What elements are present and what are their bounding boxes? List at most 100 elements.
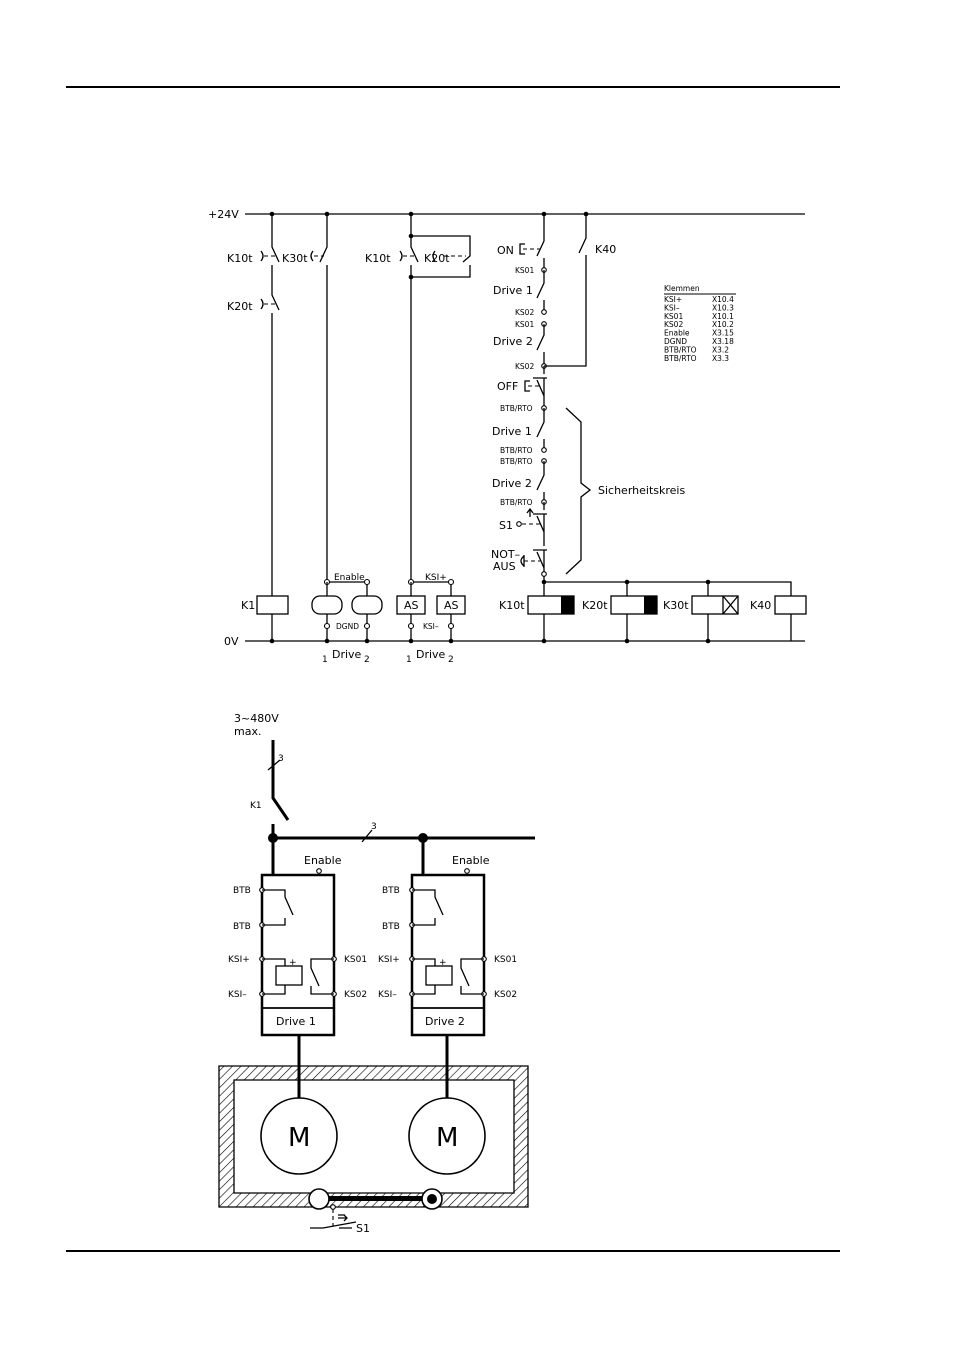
drive2-ksi-plus: KSI+ xyxy=(378,955,400,965)
chain-s1-label: S1 xyxy=(499,519,513,532)
drive-index-2b: 2 xyxy=(448,655,454,665)
mains-contactor-label: K1 xyxy=(250,801,262,811)
drive2-name: Drive 2 xyxy=(425,1015,465,1028)
coil-k1 xyxy=(256,595,289,615)
coil-ksi-minus-label: KSI– xyxy=(423,622,439,631)
drive2-btb-a: BTB xyxy=(382,886,400,896)
terminal-pin: X3.3 xyxy=(712,354,729,363)
terminal-name: BTB/RTO xyxy=(664,354,697,363)
coil-ksi-plus-label: KSI+ xyxy=(425,573,447,583)
as-label-2: AS xyxy=(444,599,459,612)
coil-k30t-label: K30t xyxy=(663,599,689,612)
drive2-block: Enable BTB BTB KSI+ KSI– + KS01 KS02 Dri… xyxy=(378,854,517,1037)
coil-k20t-label: K20t xyxy=(582,599,608,612)
drive2-plus-sign: + xyxy=(439,958,447,968)
contact-k10t-b-label: K10t xyxy=(365,252,391,265)
terminal-pin: X10.1 xyxy=(712,312,734,321)
chain-btb-2: BTB/RTO xyxy=(500,446,533,455)
supply-label-1: 3~480V xyxy=(234,712,279,725)
terminal-pin: X10.2 xyxy=(712,320,734,329)
chain-drive2-b: Drive 2 xyxy=(492,477,532,490)
terminal-name: KSI+ xyxy=(664,295,682,304)
drive-index-1b: 1 xyxy=(406,655,412,665)
drive-label-b: Drive xyxy=(416,648,446,661)
terminal-name: DGND xyxy=(664,337,687,346)
coil-k40-label: K40 xyxy=(750,599,771,612)
chain-ks01-a: KS01 xyxy=(515,266,534,275)
drive1-btb-b: BTB xyxy=(233,922,251,932)
drive2-ks01: KS01 xyxy=(494,955,517,965)
drive1-ksi-minus: KSI– xyxy=(228,990,247,1000)
terminal-pin: X3.15 xyxy=(712,329,734,338)
terminal-pin: X3.18 xyxy=(712,337,734,346)
chain-btb-3: BTB/RTO xyxy=(500,457,533,466)
motor-2 xyxy=(408,1097,486,1175)
drive1-btb-a: BTB xyxy=(233,886,251,896)
terminal-name: KS01 xyxy=(664,312,683,321)
terminal-table-title: Klemmen xyxy=(664,284,700,293)
drive1-ksi-plus: KSI+ xyxy=(228,955,250,965)
safety-circuit-label: Sicherheitskreis xyxy=(598,484,685,497)
phase-count-a: 3 xyxy=(278,754,284,764)
drive1-block: Enable BTB BTB KSI+ KSI– + KS01 KS02 Dri… xyxy=(228,854,367,1037)
terminal-pin: X10.3 xyxy=(712,303,734,312)
contact-k40-label: K40 xyxy=(595,243,616,256)
drive2-ksi-minus: KSI– xyxy=(378,990,397,1000)
enable-input-drive2 xyxy=(351,595,383,615)
drive2-enable-label: Enable xyxy=(452,854,490,867)
phase-count-b: 3 xyxy=(371,822,377,832)
chain-drive1-b: Drive 1 xyxy=(492,425,532,438)
drive2-btb-b: BTB xyxy=(382,922,400,932)
terminal-name: BTB/RTO xyxy=(664,345,697,354)
power-circuit: 3~480V max. 3 3 K1 Enable BTB BTB KSI+ K… xyxy=(218,712,535,1235)
drive1-ks01: KS01 xyxy=(344,955,367,965)
supply-label-2: max. xyxy=(234,725,261,738)
coil-k40 xyxy=(774,595,807,615)
drive2-ks02: KS02 xyxy=(494,990,517,1000)
chain-btb-1: BTB/RTO xyxy=(500,404,533,413)
rail-24v-label: +24V xyxy=(208,208,239,221)
coil-k1-label: K1 xyxy=(241,599,255,612)
terminal-pin: X3.2 xyxy=(712,345,729,354)
contact-k30t-label: K30t xyxy=(282,252,308,265)
chain-ks01-b: KS01 xyxy=(515,320,534,329)
rail-0v-label: 0V xyxy=(224,635,239,648)
drive1-enable-label: Enable xyxy=(304,854,342,867)
motor-2-label: M xyxy=(436,1123,458,1153)
drive1-plus-sign: + xyxy=(289,958,297,968)
coil-k30t xyxy=(691,595,739,615)
drive1-name: Drive 1 xyxy=(276,1015,316,1028)
chain-not-aus-2: AUS xyxy=(493,560,516,573)
terminal-name: KS02 xyxy=(664,320,683,329)
chain-drive2-a: Drive 2 xyxy=(493,335,533,348)
coil-k10t-label: K10t xyxy=(499,599,525,612)
chain-on-label: ON xyxy=(497,244,514,257)
drive-index-2a: 2 xyxy=(364,655,370,665)
control-circuit: +24V 0V K10t K20t K1 K30t Enable DGND 1 … xyxy=(208,208,807,665)
contact-k20t-b-label: K20t xyxy=(424,252,450,265)
drive1-ks02: KS02 xyxy=(344,990,367,1000)
guard-door xyxy=(328,1196,422,1201)
terminal-pin: X10.4 xyxy=(712,295,734,304)
as-label-1: AS xyxy=(404,599,419,612)
drive-label-a: Drive xyxy=(332,648,362,661)
chain-drive1-a: Drive 1 xyxy=(493,284,533,297)
chain-btb-4: BTB/RTO xyxy=(500,498,533,507)
chain-off-label: OFF xyxy=(497,380,518,393)
door-switch-s1-label: S1 xyxy=(356,1222,370,1235)
contact-k10t-a-label: K10t xyxy=(227,252,253,265)
contact-k20t-a-label: K20t xyxy=(227,300,253,313)
terminal-name: KSI– xyxy=(664,303,680,312)
coil-enable-label: Enable xyxy=(334,573,365,583)
coil-dgnd-label: DGND xyxy=(336,622,359,631)
motor-1-label: M xyxy=(288,1123,310,1153)
drive-index-1a: 1 xyxy=(322,655,328,665)
enable-input-drive1 xyxy=(311,595,343,615)
machine-guard xyxy=(218,1065,529,1208)
terminal-name: Enable xyxy=(664,329,690,338)
motor-1 xyxy=(260,1097,338,1175)
chain-ks02-b: KS02 xyxy=(515,362,534,371)
chain-not-aus-1: NOT– xyxy=(491,548,520,561)
